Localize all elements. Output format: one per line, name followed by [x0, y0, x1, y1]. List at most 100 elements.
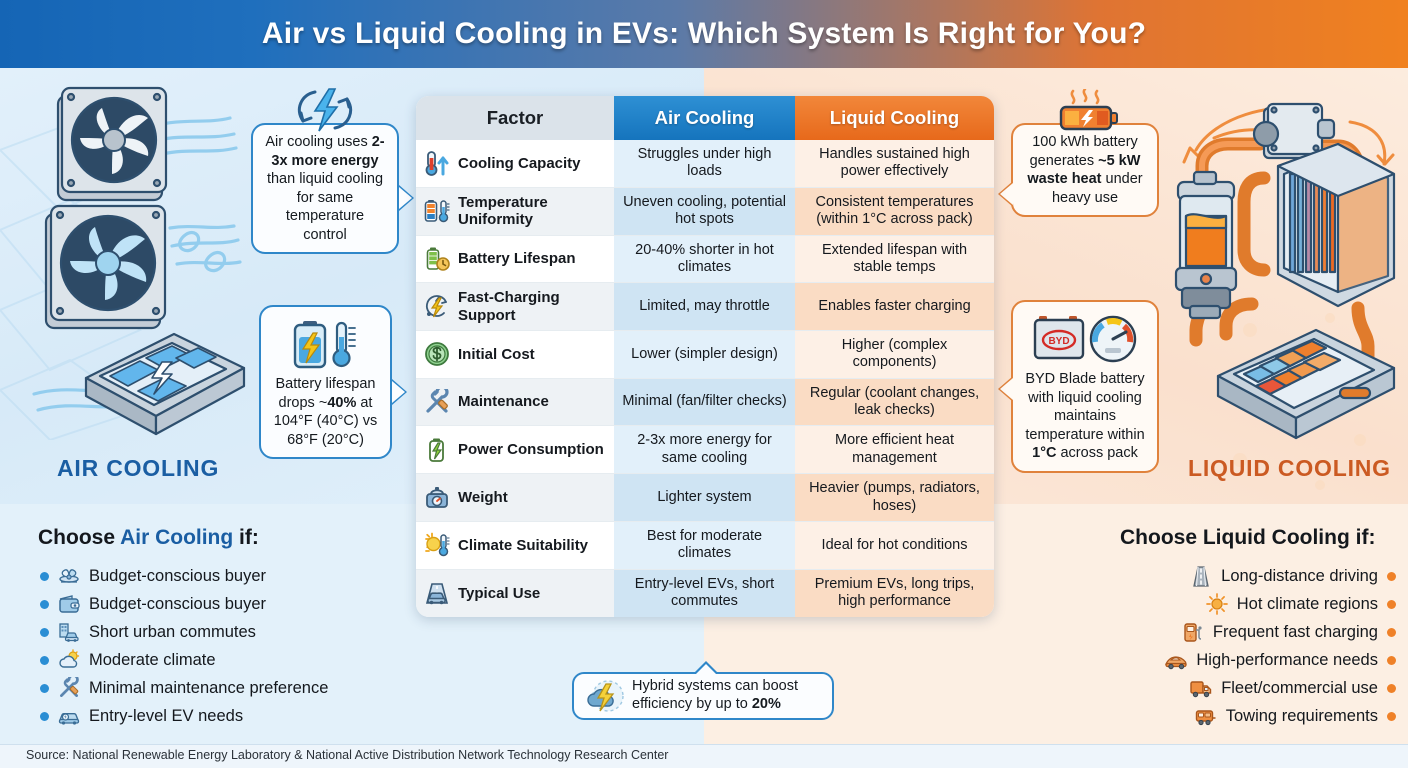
bullet-dot	[1387, 627, 1396, 637]
hybrid-line-2-bold: 20%	[751, 696, 781, 712]
callout-air-energy-text: Air cooling uses 2-3x more energy than l…	[265, 134, 385, 243]
bullet-dot	[40, 711, 49, 721]
table-cell-liquid: Higher (complex components)	[795, 330, 994, 379]
table-row: Initial Cost Lower (simpler design)Higher…	[416, 330, 994, 379]
table-cell-air: Entry-level EVs, short commutes	[614, 569, 795, 617]
choose-air-item-label: Moderate climate	[89, 650, 216, 669]
list-item: High-performance needs	[1048, 646, 1396, 674]
choose-air-item-label: Short urban commutes	[89, 622, 256, 641]
trailer-caravan-icon	[1195, 705, 1217, 727]
list-item: Towing requirements	[1048, 702, 1396, 730]
table-cell-air: 2-3x more energy for same cooling	[614, 425, 795, 474]
small-ev-icon	[58, 705, 80, 727]
list-item: Budget-conscious buyer	[40, 562, 328, 590]
callout-pointer-inner	[392, 381, 405, 403]
source-text: Source: National Renewable Energy Labora…	[26, 748, 669, 762]
hybrid-line-1: Hybrid systems can boost	[632, 678, 799, 695]
table-cell-air: Limited, may throttle	[614, 282, 795, 331]
table-body: Cooling Capacity Struggles under high loa…	[416, 140, 994, 617]
callout-liquid-heat-text: 100 kWh battery generates ~5 kW waste he…	[1027, 134, 1143, 206]
choose-air-item-label: Budget-conscious buyer	[89, 594, 267, 613]
table-row: Climate Suitability Best for moderate cli…	[416, 521, 994, 570]
comparison-table: Factor Air Cooling Liquid Cooling Coolin…	[416, 96, 994, 617]
sun-thermometer-icon	[424, 532, 450, 558]
bullet-dot	[1387, 655, 1396, 665]
table-cell-liquid: Handles sustained high power effectively	[795, 140, 994, 188]
table-cell-air: Uneven cooling, potential hot spots	[614, 187, 795, 236]
table-cell-air: Struggles under high loads	[614, 140, 795, 188]
table-cell-air: 20-40% shorter in hot climates	[614, 235, 795, 283]
table-cell-air: Lower (simpler design)	[614, 330, 795, 379]
list-item: Frequent fast charging	[1048, 618, 1396, 646]
table-cell-liquid: Regular (coolant changes, leak checks)	[795, 378, 994, 426]
table-factor-label: Maintenance	[458, 393, 549, 411]
air-cooling-label: AIR COOLING	[57, 455, 220, 481]
delivery-truck-icon	[1190, 677, 1212, 699]
list-item: Hot climate regions	[1048, 590, 1396, 618]
choose-air-title-post: if:	[233, 526, 259, 549]
table-factor-label: Typical Use	[458, 584, 541, 602]
wrench-screwdriver-icon	[424, 389, 450, 415]
svg-text:BYD: BYD	[1048, 336, 1069, 347]
liquid-cooling-label: LIQUID COOLING	[1188, 455, 1391, 481]
hybrid-cloud-bolt-icon	[587, 680, 624, 712]
table-cell-air: Lighter system	[614, 473, 795, 522]
table-cell-air: Minimal (fan/filter checks)	[614, 378, 795, 426]
table-cell-factor: Maintenance	[416, 378, 614, 426]
choose-air-title-highlight: Air Cooling	[120, 526, 234, 549]
list-item: Long-distance driving	[1048, 562, 1396, 590]
source-bar: Source: National Renewable Energy Labora…	[0, 744, 1408, 768]
column-header-factor: Factor	[416, 96, 614, 140]
table-cell-air: Best for moderate climates	[614, 521, 795, 570]
choose-liquid-item-label: Hot climate regions	[1236, 594, 1378, 613]
choose-liquid-item-label: High-performance needs	[1196, 650, 1378, 669]
battery-thermometer-icon	[293, 321, 356, 369]
table-factor-label: Climate Suitability	[458, 536, 589, 554]
choose-air-item-label: Budget-conscious buyer	[89, 566, 267, 585]
choose-air-item-label: Minimal maintenance preference	[89, 678, 329, 697]
dollar-coin-icon	[424, 341, 450, 367]
list-item: Short urban commutes	[40, 618, 328, 646]
partly-cloudy-icon	[58, 649, 80, 671]
bullet-dot	[1387, 711, 1396, 721]
list-item: Moderate climate	[40, 646, 328, 674]
table-cell-factor: Initial Cost	[416, 330, 614, 379]
table-factor-label: Cooling Capacity	[458, 154, 581, 172]
bullet-dot	[1387, 599, 1396, 609]
bullet-dot	[1387, 571, 1396, 581]
callout-liquid-heat: 100 kWh battery generates ~5 kW waste he…	[998, 89, 1159, 218]
table-cell-factor: Power Consumption	[416, 425, 614, 474]
car-road-icon	[424, 580, 450, 606]
battery-clock-icon	[424, 246, 450, 272]
page-header: Air vs Liquid Cooling in EVs: Which Syst…	[0, 0, 1408, 68]
battery-bolt-icon	[424, 437, 450, 463]
table-cell-factor: Weight	[416, 473, 614, 522]
table-cell-liquid: Enables faster charging	[795, 282, 994, 331]
list-item: Entry-level EV needs	[40, 702, 328, 730]
bullet-dot	[40, 571, 49, 581]
table-factor-label: Battery Lifespan	[458, 250, 576, 268]
table-cell-liquid: Consistent temperatures (within 1°C acro…	[795, 187, 994, 236]
list-item: Budget-conscious buyer	[40, 590, 328, 618]
page-title: Air vs Liquid Cooling in EVs: Which Syst…	[261, 17, 1147, 50]
battery-thermometer-icon	[424, 198, 450, 224]
table-cell-liquid: Premium EVs, long trips, high performanc…	[795, 569, 994, 617]
byd-battery-gauge-icon: BYD	[1033, 315, 1137, 363]
choose-air-title: Choose Air Cooling if:	[38, 526, 259, 550]
choose-air-item-label: Entry-level EV needs	[89, 706, 244, 725]
table-factor-label: Power Consumption	[458, 441, 604, 459]
air-cooling-illustration	[32, 86, 246, 436]
table-cell-factor: Typical Use	[416, 569, 614, 617]
liquid-cooling-illustration	[1174, 102, 1396, 440]
thermometer-up-arrow-icon	[424, 150, 450, 176]
table-factor-label: Initial Cost	[458, 345, 535, 363]
table-cell-liquid: Heavier (pumps, radiators, hoses)	[795, 473, 994, 522]
callout-liquid-byd-text: BYD Blade battery with liquid cooling ma…	[1025, 371, 1145, 462]
callout-air-lifespan: Battery lifespan drops ~40% at 104°F (40…	[259, 305, 407, 460]
bullet-dot	[40, 683, 49, 693]
table-cell-liquid: More efficient heat management	[795, 425, 994, 474]
table-cell-factor: Climate Suitability	[416, 521, 614, 570]
